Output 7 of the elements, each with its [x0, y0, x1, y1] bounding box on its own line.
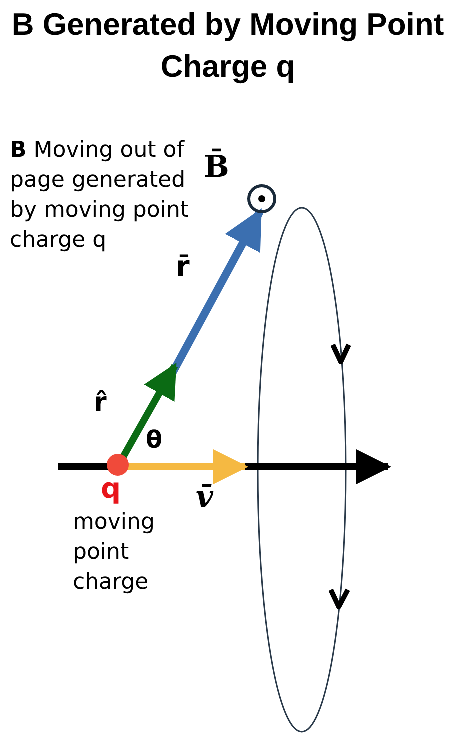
angle-symbol: θ [146, 426, 162, 455]
charge-symbol: q [101, 472, 122, 506]
field-symbol: B̄ [204, 150, 230, 186]
charge-caption: moving point charge [73, 509, 156, 597]
title: B Generated by Moving Point Charge q [10, 6, 446, 86]
unit-vector-symbol: r̂ [94, 388, 107, 419]
velocity-symbol: v̄ [196, 480, 214, 516]
